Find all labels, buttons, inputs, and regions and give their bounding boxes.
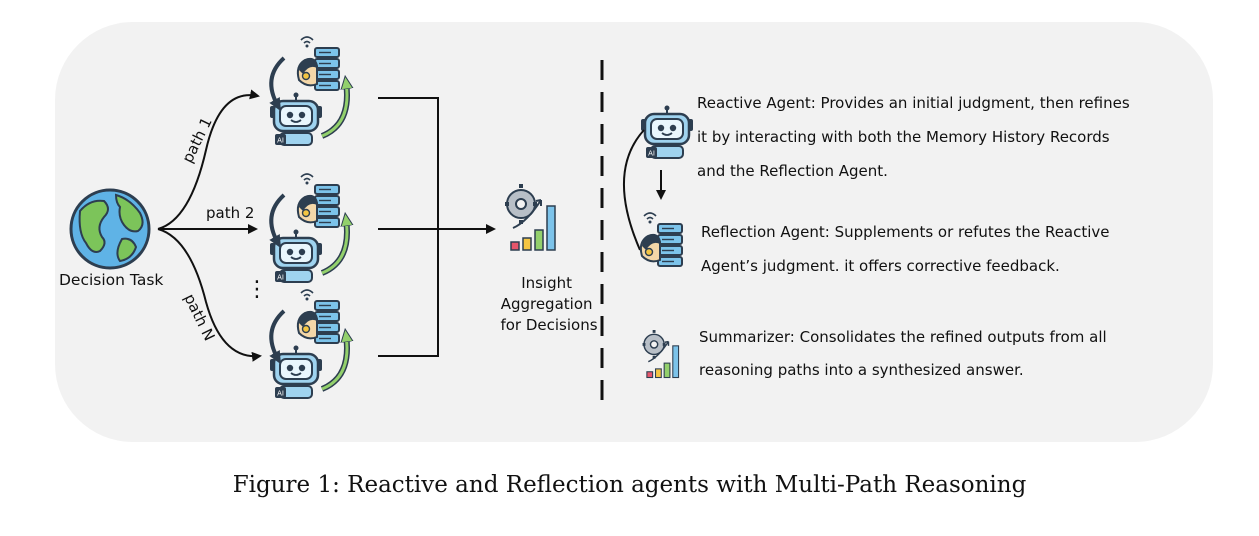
aggregation-line-2: Aggregation (501, 295, 593, 313)
reflection-line-2: Agent’s judgment. it offers corrective f… (701, 257, 1060, 275)
aggregation-line-3: for Decisions (500, 316, 597, 334)
summarizer-line-1: Summarizer: Consolidates the refined out… (699, 328, 1107, 346)
reflection-line-1: Reflection Agent: Supplements or refutes… (701, 223, 1110, 241)
path-n-arrow (157, 228, 262, 362)
path-arrows (157, 89, 262, 362)
summarizer-line-2: reasoning paths into a synthesized answe… (699, 361, 1024, 379)
path-2-label: path 2 (206, 204, 254, 222)
decision-task-label: Decision Task (59, 271, 163, 289)
figure-caption: Figure 1: Reactive and Reflection agents… (232, 472, 1027, 498)
path-1-arrow (157, 89, 260, 230)
merge-bracket (378, 97, 496, 357)
legend-reactive-text: Reactive Agent: Provides an initial judg… (697, 94, 1134, 180)
ellipsis: ⋮ (246, 277, 268, 302)
legend-summarizer-text: Summarizer: Consolidates the refined out… (699, 328, 1111, 379)
legend-curve (623, 129, 645, 251)
legend-reflection-text: Reflection Agent: Supplements or refutes… (701, 223, 1114, 275)
aggregation-label: Insight Aggregation for Decisions (500, 274, 597, 334)
globe-icon (69, 188, 151, 270)
reactive-line-2: it by interacting with both the Memory H… (697, 128, 1110, 146)
aggregation-line-1: Insight (521, 274, 572, 292)
reactive-line-1: Reactive Agent: Provides an initial judg… (697, 94, 1130, 112)
reactive-line-3: and the Reflection Agent. (697, 162, 888, 180)
